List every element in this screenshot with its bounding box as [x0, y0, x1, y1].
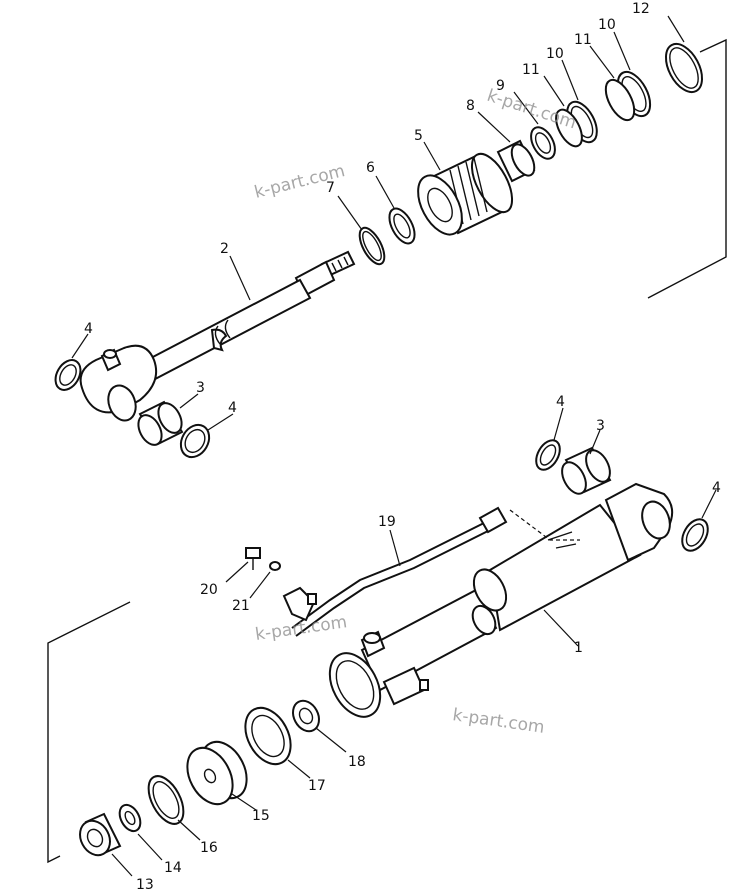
part-12-ring: [664, 42, 704, 94]
frame-line-upper: [647, 38, 727, 299]
part-8-bushing: [496, 139, 536, 183]
callout-7: 7: [326, 180, 335, 196]
callout-19: 19: [378, 514, 396, 530]
callout-4-b: 4: [228, 400, 237, 416]
callout-1: 1: [574, 640, 583, 656]
callout-15: 15: [252, 808, 270, 824]
frame-line-lower: [47, 601, 131, 864]
callout-3-b: 3: [596, 418, 605, 434]
callout-10-a: 10: [598, 17, 616, 33]
callout-21: 21: [232, 598, 250, 614]
part-17-bushing: [244, 706, 292, 766]
callout-4-a: 4: [84, 321, 93, 337]
callout-12: 12: [632, 1, 650, 17]
callout-17: 17: [308, 778, 326, 794]
part-20-bolt: [245, 547, 261, 570]
part-7-snap-ring: [358, 226, 386, 266]
part-4-seal-upper-left: [54, 359, 82, 391]
part-11-ring-a: [604, 78, 636, 122]
callout-14: 14: [164, 860, 182, 876]
part-9-bearing: [530, 126, 556, 160]
callout-13: 13: [136, 877, 154, 891]
callout-20: 20: [200, 582, 218, 598]
part-4-seal-lower-right: [681, 518, 709, 552]
callout-8: 8: [466, 98, 475, 114]
callout-16: 16: [200, 840, 218, 856]
part-5-piston: [417, 152, 514, 236]
callout-11-b: 11: [522, 62, 540, 78]
callout-18: 18: [348, 754, 366, 770]
callout-10-b: 10: [546, 46, 564, 62]
part-2-piston-rod: [79, 250, 356, 422]
part-18-nut: [292, 699, 320, 733]
callout-3-a: 3: [196, 380, 205, 396]
part-16-ring: [147, 775, 185, 825]
part-6-bearing: [388, 207, 416, 245]
part-3-bushing-lower: [561, 446, 612, 495]
part-4-seal-upper-right: [179, 423, 211, 459]
callout-4-c: 4: [556, 394, 565, 410]
part-11-ring-b: [555, 108, 583, 148]
part-1-cylinder-tube: [328, 482, 674, 718]
part-15-gland: [186, 740, 248, 806]
part-21-washer: [269, 561, 281, 571]
part-19-pipe: [282, 506, 580, 637]
part-14-washer: [118, 803, 142, 833]
part-13-bushing: [79, 812, 122, 857]
watermark-4: k-part.com: [451, 705, 545, 738]
callout-11-a: 11: [574, 32, 592, 48]
callout-6: 6: [366, 160, 375, 176]
callout-5: 5: [414, 128, 423, 144]
callout-9: 9: [496, 78, 505, 94]
callout-2: 2: [220, 241, 229, 257]
part-3-bushing-upper: [137, 400, 184, 446]
callout-4-d: 4: [712, 480, 721, 496]
part-4-seal-lower-left: [535, 439, 561, 471]
leader-lines: [71, 15, 717, 877]
